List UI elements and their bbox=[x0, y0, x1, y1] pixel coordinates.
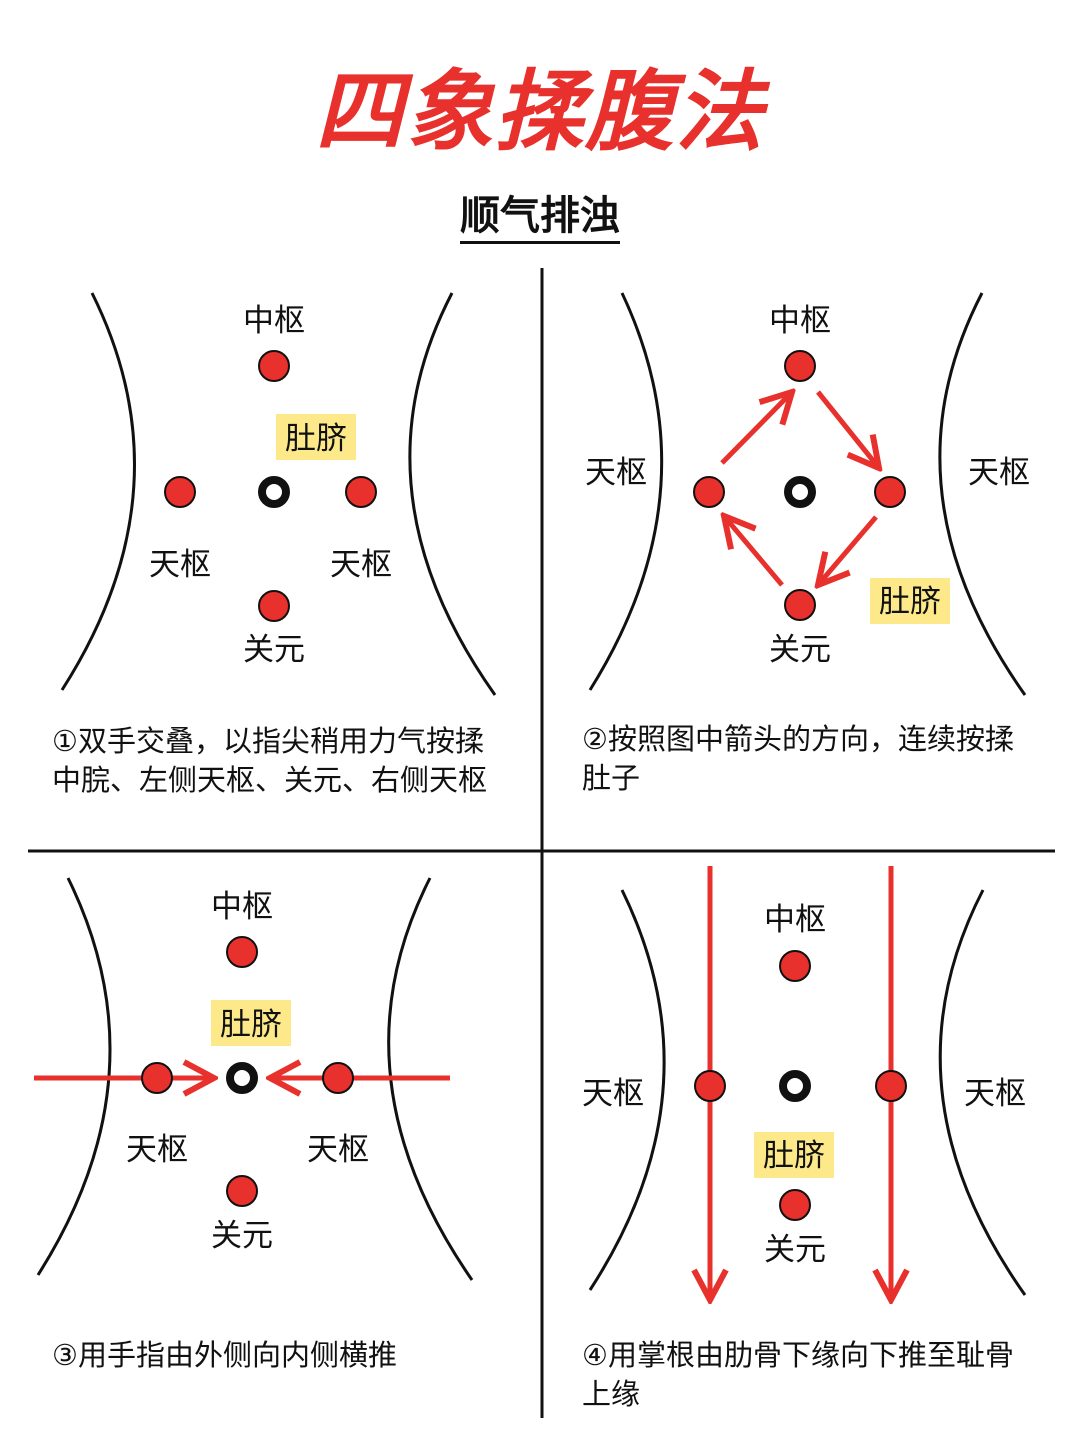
panel-4-duqi-highlight bbox=[754, 1132, 834, 1178]
panel-1-point-zhongshu bbox=[258, 350, 290, 382]
panel-1-point-tianshu-right bbox=[345, 476, 377, 508]
panel-2-label-duqi: 肚脐 bbox=[879, 584, 941, 620]
panel-4-navel-icon bbox=[779, 1070, 811, 1102]
panel-4-left-curve bbox=[588, 889, 666, 1291]
panel-2-arrow-down-left bbox=[818, 515, 878, 585]
panel-4-point-guanyuan bbox=[779, 1189, 811, 1221]
panel-1-label-tianshu-right: 天枢 bbox=[330, 547, 392, 583]
panel-4-label-zhongshu: 中枢 bbox=[764, 902, 826, 938]
panel-2-duqi-highlight bbox=[870, 578, 950, 624]
step-1-description: ①双手交叠，以指尖稍用力气按揉中脘、左侧天枢、关元、右侧天枢 bbox=[52, 724, 488, 797]
panel-1-label-guanyuan: 关元 bbox=[243, 632, 305, 668]
panel-1-label-tianshu-left: 天枢 bbox=[149, 547, 211, 583]
panel-2-arrow-up-right bbox=[720, 392, 792, 465]
step-2-description: ②按照图中箭头的方向，连续按揉肚子 bbox=[582, 722, 1014, 795]
subtitle-text: 顺气排浊 bbox=[460, 193, 620, 244]
panel-4-label-duqi: 肚脐 bbox=[763, 1138, 825, 1174]
panel-4-label-tianshu-right: 天枢 bbox=[964, 1076, 1026, 1112]
panel-3-point-tianshu-left bbox=[141, 1062, 173, 1094]
panel-3-label-tianshu-left: 天枢 bbox=[126, 1132, 188, 1168]
panel-2-point-tianshu-right bbox=[874, 476, 906, 508]
panel-3-duqi-highlight bbox=[211, 1000, 291, 1046]
panel-4-point-zhongshu bbox=[779, 950, 811, 982]
panel-1-left-curve bbox=[60, 292, 136, 691]
panel-2-point-tianshu-left bbox=[693, 476, 725, 508]
panel-2-right-curve bbox=[938, 292, 1027, 696]
panel-2-label-zhongshu: 中枢 bbox=[769, 303, 831, 339]
panel-2-left-curve bbox=[588, 292, 664, 691]
panel-2-label-guanyuan: 关元 bbox=[769, 632, 831, 668]
panel-1-point-tianshu-left bbox=[164, 476, 196, 508]
panel-3-point-guanyuan bbox=[226, 1175, 258, 1207]
panel-1-duqi-highlight bbox=[276, 414, 356, 460]
panel-2-label-tianshu-right: 天枢 bbox=[968, 455, 1030, 491]
step-3-description: ③用手指由外侧向内侧横推 bbox=[52, 1338, 397, 1372]
panel-3-label-zhongshu: 中枢 bbox=[211, 889, 273, 925]
panel-3-label-duqi: 肚脐 bbox=[220, 1007, 282, 1043]
panel-1: 中枢 肚脐 天枢 天枢 关元 bbox=[60, 292, 497, 696]
panel-1-point-guanyuan bbox=[258, 590, 290, 622]
panel-3-label-tianshu-right: 天枢 bbox=[307, 1132, 369, 1168]
panel-4-label-guanyuan: 关元 bbox=[764, 1232, 826, 1268]
panel-2-point-guanyuan bbox=[784, 589, 816, 621]
page-subtitle: 顺气排浊 bbox=[0, 188, 1080, 244]
panel-4-point-tianshu-right bbox=[875, 1070, 907, 1102]
panel-4-point-tianshu-left bbox=[694, 1070, 726, 1102]
page-title: 四象揉腹法 bbox=[314, 60, 765, 163]
step-4-description: ④用掌根由肋骨下缘向下推至耻骨上缘 bbox=[582, 1338, 1014, 1411]
panel-2: 中枢 天枢 天枢 关元 肚脐 bbox=[585, 292, 1030, 696]
panel-3-navel-icon bbox=[226, 1062, 258, 1094]
panel-1-navel-icon bbox=[258, 476, 290, 508]
panel-2-point-zhongshu bbox=[784, 350, 816, 382]
panel-4-label-tianshu-left: 天枢 bbox=[582, 1076, 644, 1112]
panel-3-point-tianshu-right bbox=[322, 1062, 354, 1094]
panel-2-label-tianshu-left: 天枢 bbox=[585, 455, 647, 491]
panel-1-label-duqi: 肚脐 bbox=[285, 421, 347, 457]
panel-2-arrow-up-left bbox=[724, 516, 784, 587]
panel-3-label-guanyuan: 关元 bbox=[211, 1218, 273, 1254]
panel-3: 中枢 肚脐 天枢 天枢 关元 bbox=[34, 877, 474, 1281]
panel-1-right-curve bbox=[408, 292, 497, 696]
panel-2-navel-icon bbox=[784, 476, 816, 508]
panel-1-label-zhongshu: 中枢 bbox=[243, 303, 305, 339]
panel-3-point-zhongshu bbox=[226, 936, 258, 968]
panel-4-right-curve bbox=[938, 889, 1027, 1296]
panel-2-arrow-down-right bbox=[816, 390, 879, 468]
panel-4: 中枢 天枢 天枢 肚脐 关元 bbox=[582, 866, 1027, 1300]
